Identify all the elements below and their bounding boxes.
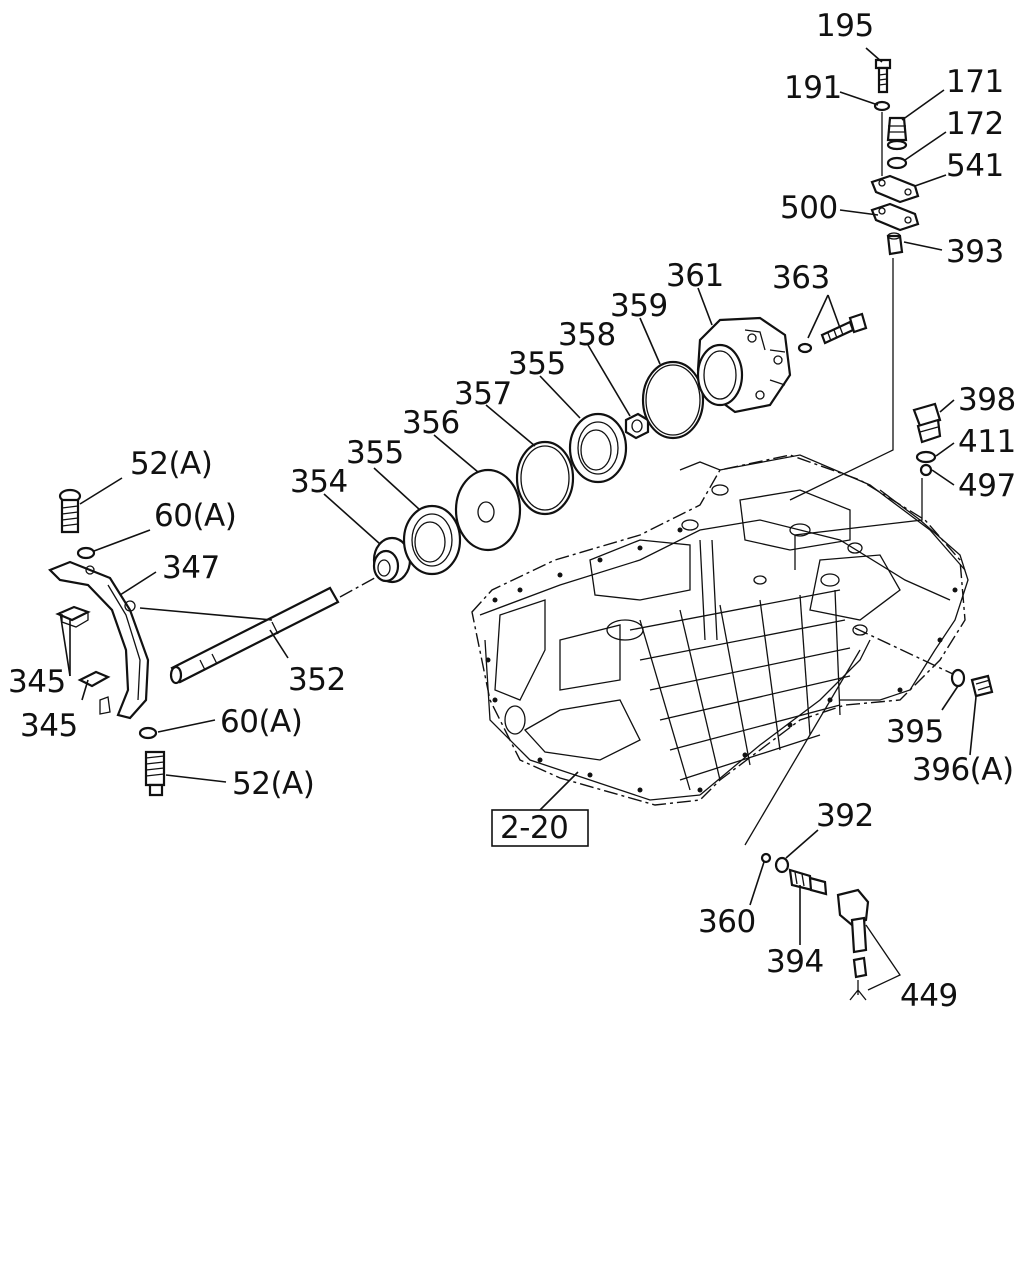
o-ring-359-part <box>641 360 705 440</box>
label-345-upper: 345 <box>8 664 66 700</box>
bearing-354-part <box>372 536 412 584</box>
plug-assembly <box>854 627 994 698</box>
bearing-stack <box>372 360 705 584</box>
label-2-20: 2-20 <box>500 810 568 846</box>
plug-396a-part <box>970 674 994 698</box>
ball-360-part <box>760 852 772 864</box>
label-358: 358 <box>558 317 616 353</box>
switch-398-part <box>912 402 942 444</box>
assembly-axis-line <box>339 574 381 598</box>
label-345-lower: 345 <box>20 708 78 744</box>
reference-box-2-20 <box>491 809 589 847</box>
transmission-case <box>471 454 969 806</box>
label-392: 392 <box>816 798 874 834</box>
nut-358-part <box>624 412 650 440</box>
label-195: 195 <box>816 8 874 44</box>
label-393: 393 <box>946 234 1004 270</box>
plate-356-part <box>454 468 522 552</box>
bolt-363-part <box>797 312 868 354</box>
label-354: 354 <box>290 464 348 500</box>
label-60a-top: 60(A) <box>154 498 236 534</box>
hose-assembly <box>744 649 901 1001</box>
label-411: 411 <box>958 424 1016 460</box>
shift-fork-347-part <box>48 560 150 720</box>
o-ring-392-part <box>774 856 790 874</box>
bolt-52a-top-part <box>58 488 82 534</box>
label-191: 191 <box>784 70 842 106</box>
hose-449-part <box>836 888 870 1001</box>
washer-395-part <box>950 668 966 688</box>
pad-345-lower-part <box>77 670 111 688</box>
sensor-171-part <box>886 116 908 151</box>
o-ring-172-part <box>886 156 908 170</box>
gasket-500-part <box>870 202 920 232</box>
label-395: 395 <box>886 714 944 750</box>
label-541: 541 <box>946 148 1004 184</box>
label-355-lower: 355 <box>346 435 404 471</box>
label-347: 347 <box>162 550 220 586</box>
label-360: 360 <box>698 904 756 940</box>
part-labels: 195 191 171 172 541 500 393 361 363 359 … <box>8 8 1016 1014</box>
switch-assembly <box>794 402 942 570</box>
seal-355-right-part <box>568 412 628 484</box>
plate-541-part <box>870 174 920 204</box>
label-497: 497 <box>958 468 1016 504</box>
label-500: 500 <box>780 190 838 226</box>
label-396a: 396(A) <box>912 752 1014 788</box>
washer-60a-bottom-part <box>138 726 158 740</box>
fitting-394-part <box>788 868 828 896</box>
leader-lines <box>59 47 977 945</box>
shift-fork-assembly <box>48 488 166 797</box>
ball-497-part <box>919 463 933 477</box>
label-359: 359 <box>610 288 668 324</box>
label-357: 357 <box>454 376 512 412</box>
label-363: 363 <box>772 260 830 296</box>
bolt-195-part <box>874 58 892 94</box>
label-361: 361 <box>666 258 724 294</box>
label-52a-bottom: 52(A) <box>232 766 314 802</box>
label-172: 172 <box>946 106 1004 142</box>
label-171: 171 <box>946 64 1004 100</box>
seal-355-left-part <box>402 504 462 576</box>
shift-rod-352-part <box>169 586 340 685</box>
label-356: 356 <box>402 405 460 441</box>
o-ring-411-part <box>915 450 937 464</box>
sensor-stack <box>789 58 920 501</box>
label-394: 394 <box>766 944 824 980</box>
housing-361-part <box>696 316 792 414</box>
washer-191-part <box>873 100 891 112</box>
label-52a-top: 52(A) <box>130 446 212 482</box>
label-398: 398 <box>958 382 1016 418</box>
label-352: 352 <box>288 662 346 698</box>
snap-ring-357-part <box>515 440 575 516</box>
washer-60a-top-part <box>76 546 96 560</box>
pin-393-part <box>886 232 904 256</box>
label-60a-bottom: 60(A) <box>220 704 302 740</box>
label-449: 449 <box>900 978 958 1014</box>
bolt-52a-bottom-part <box>144 750 166 797</box>
label-355-upper: 355 <box>508 346 566 382</box>
